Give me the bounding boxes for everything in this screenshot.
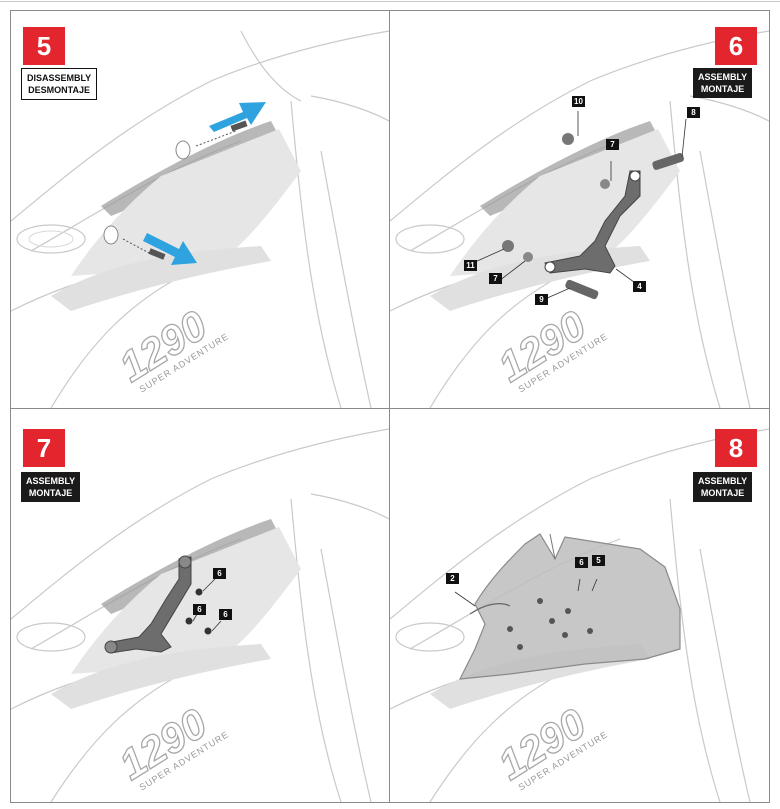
step-5-label-line1: DISASSEMBLY: [27, 73, 92, 83]
callout-part-6-middle: 6: [193, 604, 206, 615]
callout-part-6-lower: 6: [219, 609, 232, 620]
step-5-label: DISASSEMBLY DESMONTAJE: [21, 68, 98, 100]
step-8-label-line1: ASSEMBLY: [698, 476, 748, 486]
step-7-label-line1: ASSEMBLY: [26, 476, 76, 486]
step-7-illustration: 1290 SUPER ADVENTURE: [11, 428, 389, 802]
callout-part-7-lower: 7: [489, 273, 502, 284]
step-6-label: ASSEMBLY MONTAJE: [693, 68, 753, 98]
callout-part-9: 9: [535, 294, 548, 305]
callout-part-11: 11: [464, 260, 477, 271]
callout-part-10: 10: [572, 96, 585, 107]
callout-part-6-upper: 6: [213, 568, 226, 579]
callout-part-8: 8: [687, 107, 700, 118]
step-8-label-line2: MONTAJE: [700, 488, 745, 498]
callout-part-6: 6: [575, 557, 588, 568]
callout-part-7-upper: 7: [606, 139, 619, 150]
top-rule: [0, 1, 780, 2]
windscreen-deflector: [458, 533, 681, 680]
callout-part-5: 5: [592, 555, 605, 566]
step-7-label-line2: MONTAJE: [28, 488, 73, 498]
arrow-out-upper-icon: [209, 102, 266, 132]
step-5-illustration: 1290 SUPER ADVENTURE: [11, 30, 389, 408]
arrow-out-lower-icon: [143, 233, 197, 265]
step-6-label-line2: MONTAJE: [700, 84, 745, 94]
step-6-number: 6: [715, 27, 757, 65]
step-6-label-line1: ASSEMBLY: [698, 72, 748, 82]
horizontal-divider: [10, 408, 770, 409]
step-7-number: 7: [23, 429, 65, 467]
bracket-part-4: [544, 170, 641, 274]
step-8-panel: 1290 SUPER ADVENTURE 8 ASSEMBLY MONTAJE …: [390, 409, 769, 802]
callout-part-2: 2: [446, 573, 459, 584]
bolt-part-8: [652, 153, 684, 170]
step-8-illustration: 1290 SUPER ADVENTURE: [390, 428, 769, 802]
step-7-label: ASSEMBLY MONTAJE: [21, 472, 81, 502]
vertical-divider: [389, 10, 390, 803]
nut-part-10: [562, 133, 574, 145]
step-5-number: 5: [23, 27, 65, 65]
bolt-part-9: [565, 279, 599, 300]
step-8-number: 8: [715, 429, 757, 467]
callout-part-4: 4: [633, 281, 646, 292]
model-badge-group: 1290 SUPER ADVENTURE: [110, 301, 230, 395]
step-5-label-line2: DESMONTAJE: [28, 85, 91, 95]
step-8-label: ASSEMBLY MONTAJE: [693, 472, 753, 502]
step-6-panel: 1290 SUPER ADVENTURE 6 ASSEMBLY MONTAJE …: [390, 11, 769, 408]
step-7-panel: 1290 SUPER ADVENTURE 7 ASSEMBLY MONTAJE …: [11, 409, 389, 802]
panel-frame: [10, 10, 770, 803]
step-5-panel: 1290 SUPER ADVENTURE 5 DISASSEMBLY DESMO…: [11, 11, 389, 408]
